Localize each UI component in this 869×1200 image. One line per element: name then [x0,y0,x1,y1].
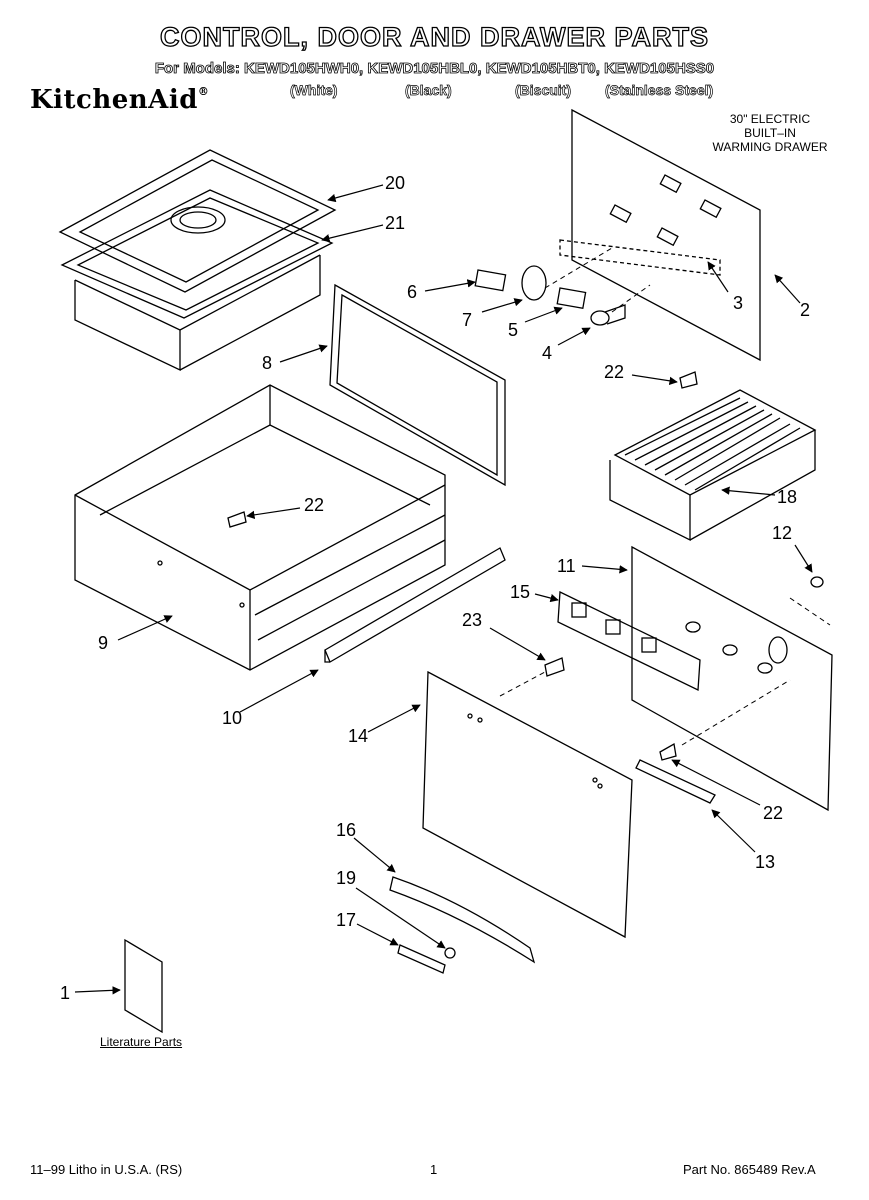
callout-2: 2 [800,300,811,320]
part-20-pan-lid [58,149,337,293]
callout-7: 7 [462,310,473,330]
footer-page-number: 1 [430,1162,438,1177]
callout-10: 10 [222,708,243,728]
part-2-control-panel [571,108,761,362]
color-white: (White) [290,82,338,99]
part-17-handle-bracket [397,944,446,974]
product-line-3: WARMING DRAWER [712,140,828,154]
callout-1: 1 [60,983,71,1003]
part-19-screw [444,947,456,959]
callout-9: 9 [98,633,109,653]
callout-13: 13 [755,852,776,872]
callout-22-bottom: 22 [763,803,784,823]
callout-23: 23 [462,610,483,630]
part-12-nut [810,576,824,588]
brand-text: KitchenAid [30,85,198,115]
callout-15: 15 [510,582,531,602]
callout-3: 3 [733,293,744,313]
part-5-rocker-switch [556,287,587,310]
callout-16: 16 [336,820,357,840]
models-line: For Models: KEWD105HWH0, KEWD105HBL0, KE… [154,60,715,78]
product-line-2: BUILT–IN [744,126,796,140]
callout-21: 21 [385,213,406,233]
part-8-door-gasket [329,283,506,487]
leader-arrows [74,184,813,995]
part-22-screw-b [227,511,247,528]
part-21-pan [60,189,334,372]
footer-part-number: Part No. 865489 Rev.A [683,1162,816,1177]
part-22-screw-a [679,371,698,389]
product-line-1: 30" ELECTRIC [729,112,811,126]
part-9-drawer-body [74,384,446,671]
color-stainless: (Stainless Steel) [605,82,714,99]
part-6-rocker-switch [474,269,507,292]
part-15-control-bracket [557,590,701,692]
part-13-trim [635,759,716,804]
callout-4: 4 [542,343,553,363]
literature-parts-label: Literature Parts [100,1035,183,1049]
callout-11: 11 [557,556,576,576]
color-black: (Black) [405,82,452,99]
callout-19: 19 [336,868,357,888]
footer-litho: 11–99 Litho in U.S.A. (RS) [30,1162,183,1177]
callout-12: 12 [772,523,793,543]
callout-20: 20 [385,173,406,193]
callout-22-middle: 22 [304,495,325,515]
assembly-lines [499,247,831,746]
callout-14: 14 [348,726,369,746]
part-18-wire-rack [609,389,817,542]
color-biscuit: (Biscuit) [515,82,572,99]
kitchenaid-logo: KitchenAid® [30,85,210,115]
part-3-control-overlay [559,239,721,276]
part-14-door-panel [422,670,633,939]
part-22-screw-c [659,742,677,761]
callout-6: 6 [407,282,418,302]
page-title: CONTROL, DOOR AND DRAWER PARTS [159,21,709,52]
part-4-indicator-light [590,304,626,326]
part-11-front-panel [631,545,833,812]
part-10-drawer-slide [324,547,506,663]
part-23-screw [544,657,565,677]
product-description: 30" ELECTRIC BUILT–IN WARMING DRAWER [690,112,850,154]
part-7-control-knob [521,265,547,301]
part-1-literature-book [124,938,163,1034]
part-16-door-handle [389,876,536,964]
callout-17: 17 [336,910,357,930]
callout-8: 8 [262,353,273,373]
callout-5: 5 [508,320,519,340]
callout-18: 18 [777,487,798,507]
callout-22-top: 22 [604,362,625,382]
